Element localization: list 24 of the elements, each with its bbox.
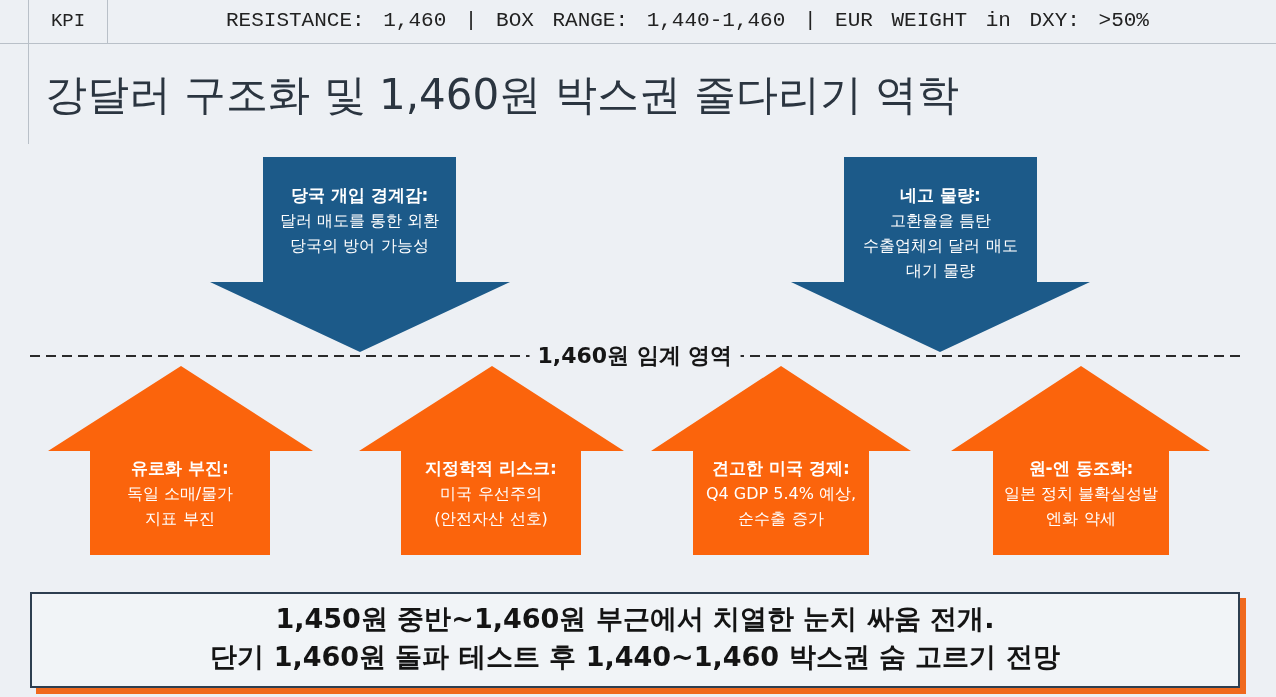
down-pointing-panel [210, 157, 510, 352]
panel-heading: 원-엔 동조화: [1028, 457, 1134, 480]
kpi-tag: KPI [28, 0, 108, 43]
panel-text: 일본 정치 불확실성발 엔화 약세 [1002, 483, 1160, 530]
summary-box [30, 592, 1246, 694]
panel-heading: 견고한 미국 경제: [712, 457, 850, 480]
up-pointing-panel [48, 366, 313, 555]
panel-heading: 네고 물량: [900, 184, 981, 207]
summary-text: 1,450원 중반~1,460원 부근에서 치열한 눈치 싸움 전개. [275, 602, 995, 636]
panel-text: 미국 우선주의 (안전자산 선호) [433, 483, 549, 530]
up-pointing-panel [651, 366, 911, 555]
up-pointing-panel [951, 366, 1210, 555]
panel-text: 달러 매도를 통한 외환 당국의 방어 가능성 [278, 210, 441, 257]
panel-text: Q4 GDP 5.4% 예상, 순수출 증가 [704, 483, 858, 530]
panel-heading: 당국 개입 경계감: [290, 184, 429, 207]
panel-heading: 지정학적 리스크: [425, 457, 557, 480]
kpi-values: RESISTANCE: 1,460 | BOX RANGE: 1,440-1,460 | EUR WEIGHT in DXY: >50% [226, 9, 1149, 33]
down-pointing-panel [791, 157, 1090, 352]
panel-text: 고환율을 틈탄 수출업체의 달러 매도 대기 물량 [862, 210, 1019, 282]
panel-text: 독일 소매/물가 지표 부진 [125, 483, 235, 530]
title: 강달러 구조화 및 1,460원 박스권 줄다리기 역학 [45, 69, 960, 121]
summary-text: 단기 1,460원 돌파 테스트 후 1,440~1,460 박스권 숨 고르기 전망 [210, 640, 1060, 674]
up-pointing-panel [359, 366, 624, 555]
panel-heading: 유로화 부진: [131, 457, 229, 480]
